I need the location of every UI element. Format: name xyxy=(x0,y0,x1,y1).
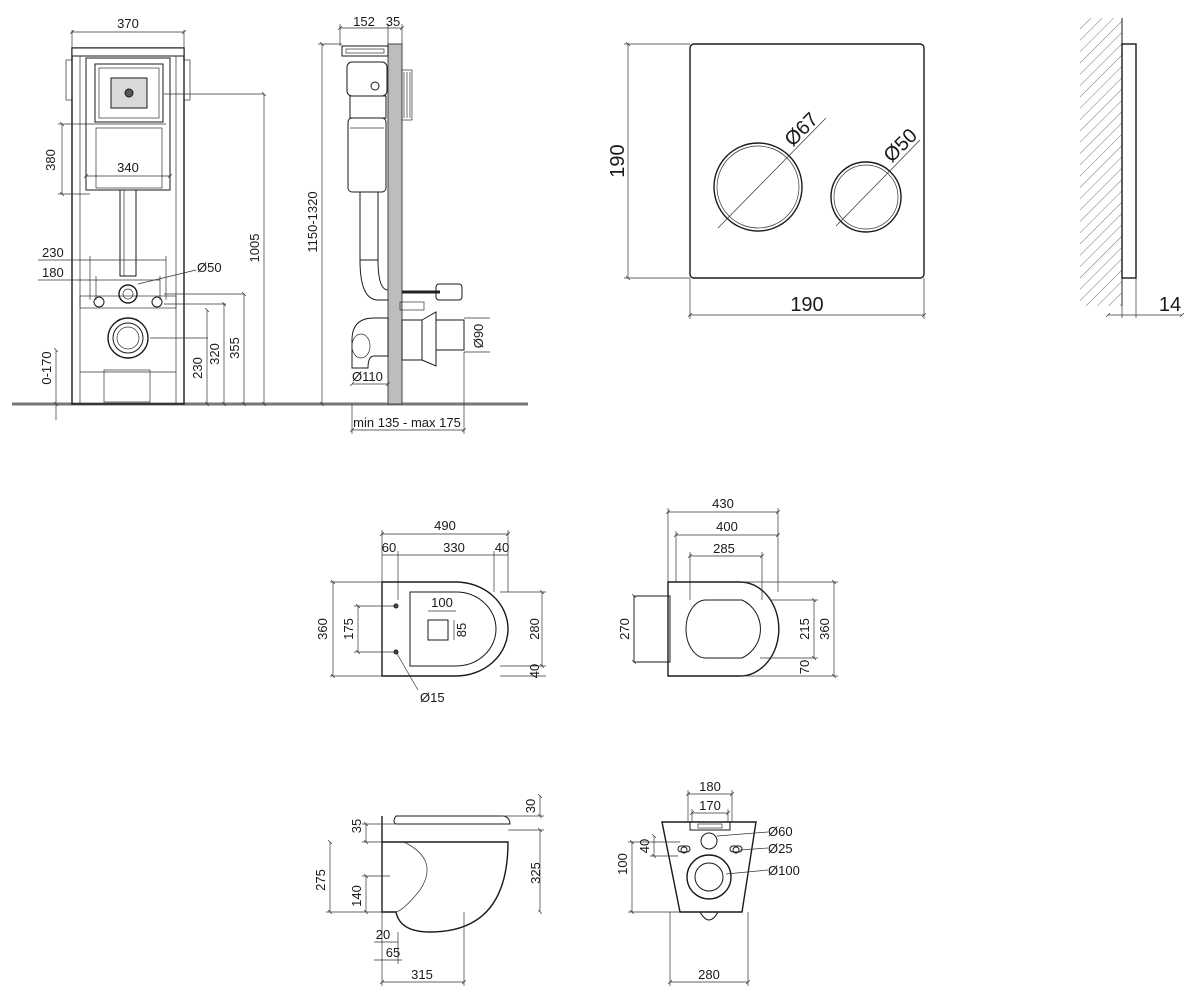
dim-355: 355 xyxy=(227,337,242,359)
dim-315: 315 xyxy=(411,967,433,982)
dim-370: 370 xyxy=(117,16,139,31)
dim-330: 330 xyxy=(443,540,465,555)
dim-dia-50: Ø50 xyxy=(197,260,222,275)
dim-285: 285 xyxy=(713,541,735,556)
dimension-lines-plate xyxy=(624,44,924,319)
dim-0-170: 0-170 xyxy=(39,351,54,384)
flush-plate-view: 190 190 Ø67 Ø50 xyxy=(607,44,924,319)
dim-1005: 1005 xyxy=(247,234,262,263)
dim-275: 275 xyxy=(313,869,328,891)
dimension-lines-bowl-side xyxy=(326,796,544,986)
dim-215: 215 xyxy=(797,618,812,640)
dim-325: 325 xyxy=(528,862,543,884)
dim-100-back: 100 xyxy=(615,853,630,875)
flush-pipe xyxy=(119,189,137,277)
dim-320: 320 xyxy=(207,343,222,365)
outlet-hole xyxy=(686,854,732,900)
dimension-lines-front xyxy=(38,30,264,420)
dim-170: 170 xyxy=(699,798,721,813)
inlet-pipe-circle xyxy=(118,284,138,304)
dim-min135-max175: min 135 - max 175 xyxy=(353,415,461,430)
dim-180-back: 180 xyxy=(699,779,721,794)
dimension-lines-seat-top xyxy=(634,508,838,676)
dim-70: 70 xyxy=(797,660,812,674)
bowl-back-view: 180 170 Ø60 Ø25 Ø100 100 40 280 xyxy=(615,779,800,986)
dim-plate-height-190: 190 xyxy=(607,144,629,177)
dim-85: 85 xyxy=(454,623,469,637)
flush-opening xyxy=(94,63,164,123)
dim-380: 380 xyxy=(43,149,58,171)
dim-30: 30 xyxy=(523,799,538,813)
bowl-side-view: 30 35 275 325 140 20 65 315 xyxy=(313,796,544,986)
dim-dia-90: Ø90 xyxy=(471,324,486,349)
dim-20: 20 xyxy=(376,927,390,942)
small-flush-button xyxy=(830,161,902,233)
dim-100-outlet: 100 xyxy=(431,595,453,610)
dim-270: 270 xyxy=(617,618,632,640)
dim-230-height: 230 xyxy=(190,357,205,379)
dim-plate-thickness-14: 14 xyxy=(1159,294,1181,316)
dim-175: 175 xyxy=(341,618,356,640)
dim-400: 400 xyxy=(716,519,738,534)
dimension-lines-bowl-top xyxy=(330,530,546,691)
dim-dia-15: Ø15 xyxy=(420,690,445,705)
dim-490: 490 xyxy=(434,518,456,533)
dim-180: 180 xyxy=(42,265,64,280)
waste-outlet xyxy=(107,317,149,359)
wall-section xyxy=(387,43,403,405)
dim-35: 35 xyxy=(386,14,400,29)
dim-dia-67: Ø67 xyxy=(781,109,823,151)
dim-dia-110: Ø110 xyxy=(352,369,383,384)
dim-40-width: 40 xyxy=(495,540,509,555)
dim-40-back: 40 xyxy=(637,839,652,853)
dim-280: 280 xyxy=(527,618,542,640)
dim-360-bowl: 360 xyxy=(315,618,330,640)
dim-65: 65 xyxy=(386,945,400,960)
inlet-hole xyxy=(700,832,718,850)
dimension-lines-bowl-back xyxy=(628,790,769,986)
dim-plate-width-190: 190 xyxy=(790,294,823,316)
dimension-lines-side xyxy=(318,24,490,434)
seat-top-view: 430 400 285 270 215 360 70 xyxy=(617,496,838,676)
dim-152: 152 xyxy=(353,14,375,29)
dim-dia-100: Ø100 xyxy=(768,863,800,878)
seat-hinge-block xyxy=(633,595,671,663)
dim-40-height: 40 xyxy=(527,664,542,678)
dim-280-back: 280 xyxy=(698,967,720,982)
bowl-top-view: 490 60 330 40 100 85 360 175 280 40 Ø15 xyxy=(315,518,546,705)
frame-side-view: 152 35 1150-1320 Ø90 Ø110 min 135 - max … xyxy=(305,14,490,434)
bowl-side-outline xyxy=(381,816,509,933)
dim-430: 430 xyxy=(712,496,734,511)
dim-140: 140 xyxy=(349,885,364,907)
dim-60: 60 xyxy=(382,540,396,555)
plate-side-view: 14 xyxy=(1080,18,1182,318)
bowl-top-outline xyxy=(381,581,509,677)
dim-340: 340 xyxy=(117,160,139,175)
seat-outline xyxy=(667,581,780,677)
dim-dia-25: Ø25 xyxy=(768,841,793,856)
frame-front-view: 370 340 380 230 180 Ø50 1005 355 320 230… xyxy=(12,16,528,420)
plate-profile xyxy=(1121,43,1137,279)
dim-360-seat: 360 xyxy=(817,618,832,640)
cistern-top xyxy=(346,61,388,97)
large-flush-button xyxy=(713,142,803,232)
flush-plate-outline xyxy=(689,43,925,279)
seat-profile xyxy=(393,815,511,825)
cistern-body xyxy=(347,117,387,193)
dim-35-side: 35 xyxy=(349,819,364,833)
dim-dia-60: Ø60 xyxy=(768,824,793,839)
dim-230-width: 230 xyxy=(42,245,64,260)
dim-dia-50-plate: Ø50 xyxy=(880,125,922,167)
wall-hatch xyxy=(1080,18,1122,306)
dim-1150-1320: 1150-1320 xyxy=(305,191,320,252)
